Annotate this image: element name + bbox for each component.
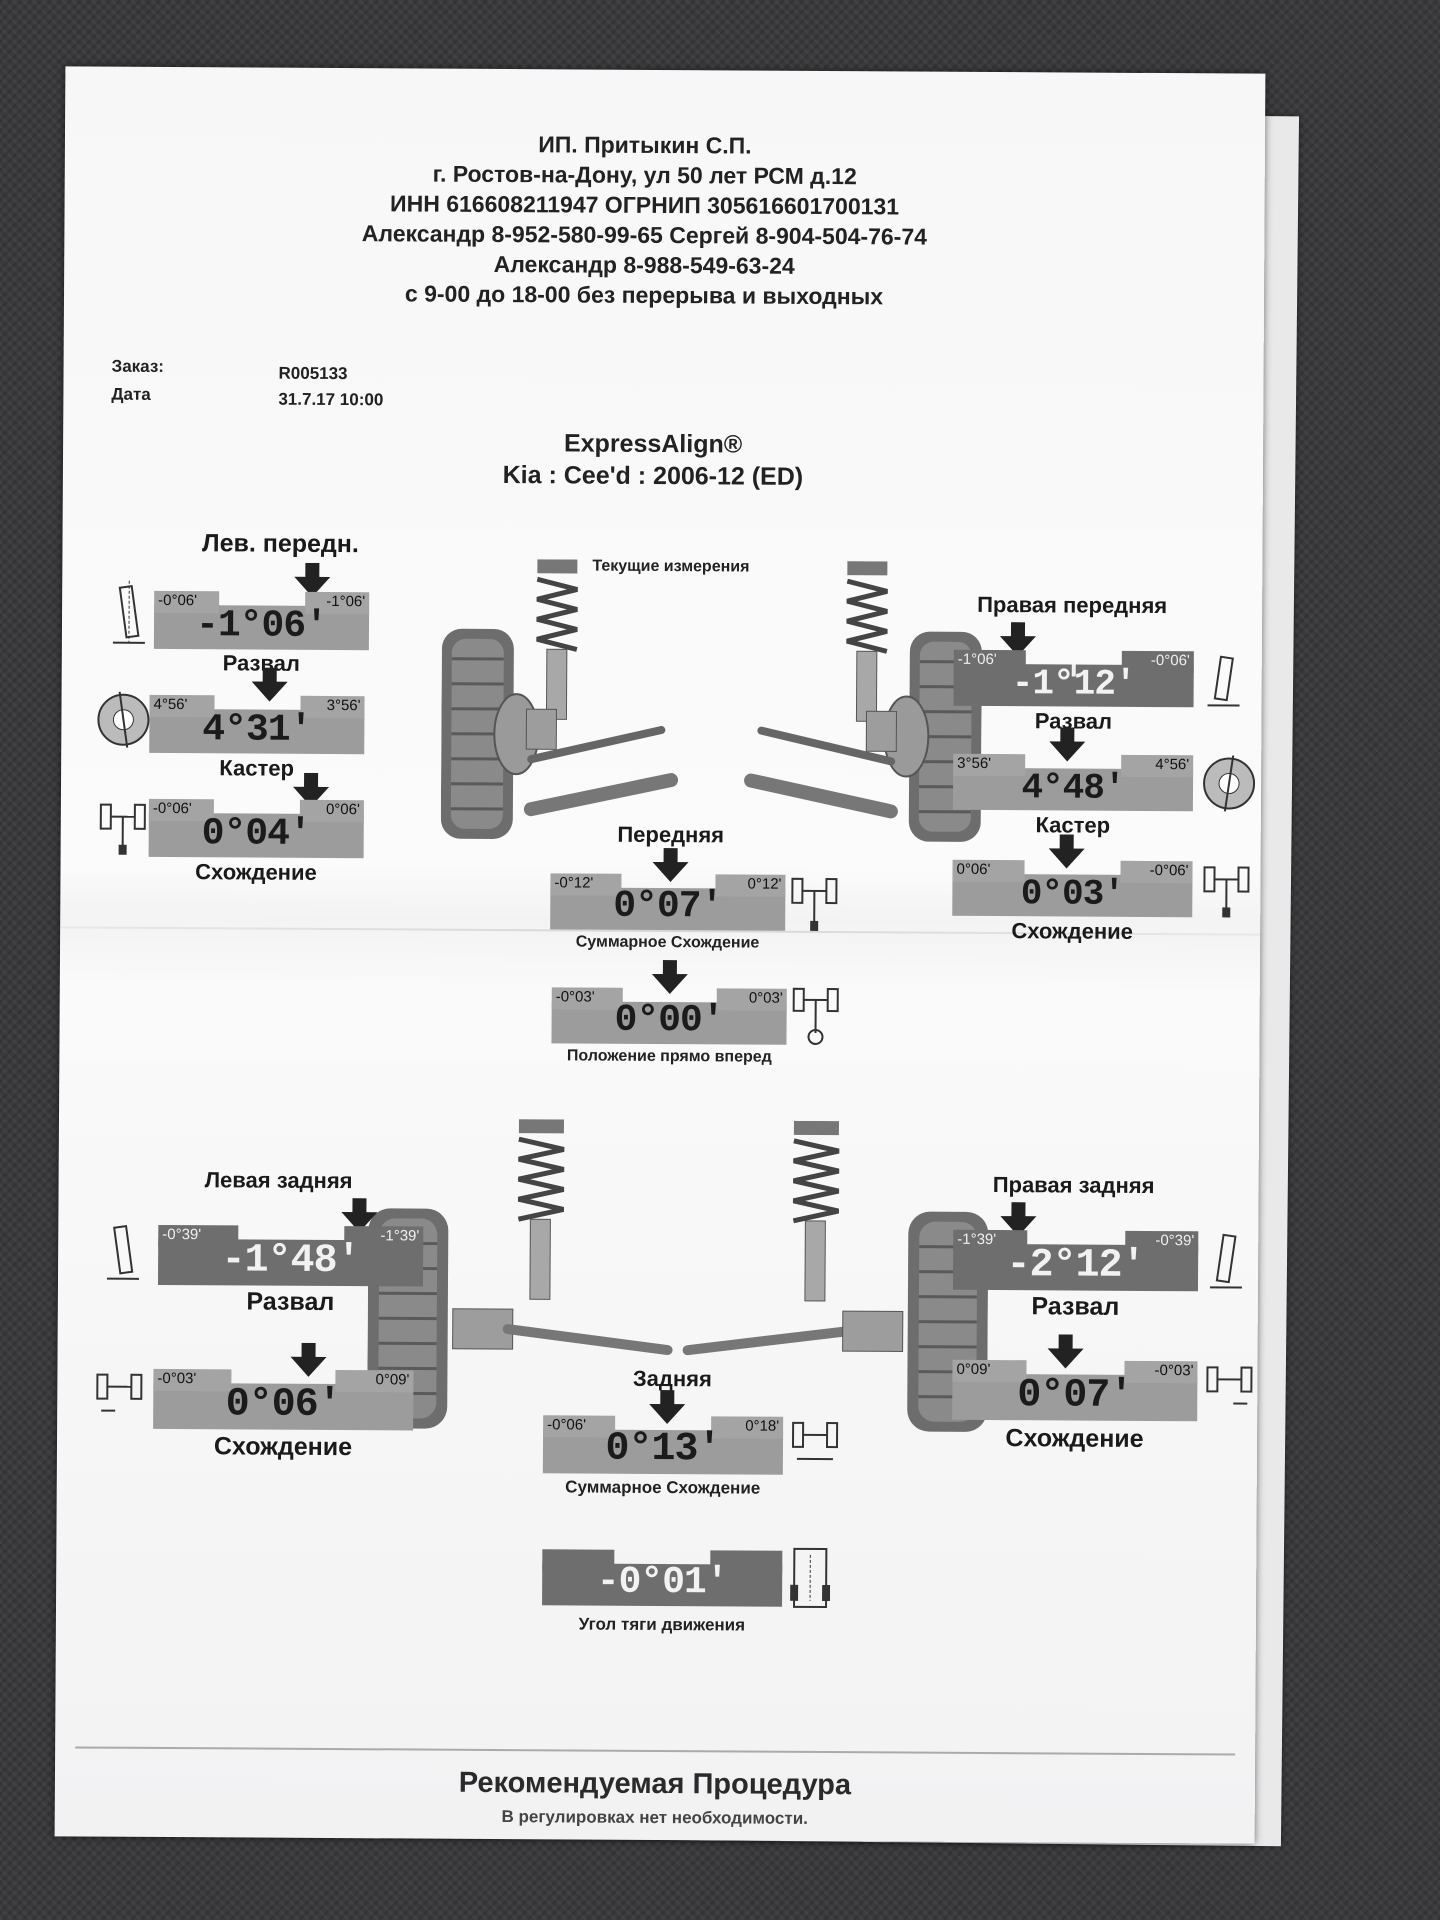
gauge-value: -0°01 (596, 1560, 706, 1605)
gauge-unit: ' (1121, 1243, 1145, 1289)
rear-right-title: Правая задняя (992, 1172, 1155, 1199)
toe-diagram-icon (1203, 866, 1250, 918)
front-right-caster-arrow (1049, 727, 1086, 762)
steer-ahead-arrow (651, 960, 688, 995)
total-toe-diagram-icon (791, 1421, 839, 1461)
gauge-unit: ' (697, 1427, 721, 1473)
gauge-unit: ' (336, 1239, 360, 1285)
gauge-unit: ' (1109, 1373, 1133, 1419)
front-total-toe-label: Суммарное Схождение (575, 933, 760, 952)
gauge-unit: ' (1103, 873, 1125, 915)
gauge-value: 0°00 (614, 998, 702, 1043)
total-toe-diagram-icon (791, 877, 838, 931)
toe-diagram-icon (1206, 1366, 1253, 1405)
front-right-camber-gauge: -1°06' -0°06' -1°12' (953, 649, 1194, 708)
front-left-caster-label: Кастер (219, 755, 295, 781)
rear-total-toe-gauge: -0°06' 0°18' 0°13' (542, 1415, 784, 1475)
front-right-toe-arrow (1048, 834, 1085, 869)
toe-diagram-icon (96, 1373, 143, 1412)
company-header: ИП. Притыкин С.П. г. Ростов-на-Дону, ул … (214, 127, 1075, 312)
front-total-toe-gauge: -0°12' 0°12' 0°07' (550, 873, 786, 931)
separator-line (75, 1746, 1236, 1756)
front-left-toe-arrow (293, 772, 330, 807)
gauge-value: -1°06 (195, 604, 306, 648)
gauge-unit: ' (700, 885, 723, 929)
toe-diagram-icon (99, 803, 146, 855)
gauge-value: 0°04 (201, 812, 290, 856)
caster-diagram-icon (1203, 755, 1256, 812)
rear-right-toe-label: Схождение (1005, 1424, 1144, 1453)
recommendation-text: В регулировках нет необходимости. (501, 1807, 808, 1828)
date-label: Дата (111, 384, 151, 404)
front-right-camber-arrow (999, 622, 1036, 657)
camber-diagram-icon (112, 580, 145, 644)
front-total-toe-arrow (652, 848, 689, 883)
gauge-value: -1°12 (1011, 663, 1115, 705)
rear-axle-title: Задняя (632, 1365, 712, 1392)
rear-left-toe-gauge: -0°03' 0°09' 0°06' (153, 1368, 414, 1431)
rear-left-toe-label: Схождение (213, 1432, 353, 1462)
caster-diagram-icon (97, 691, 150, 748)
order-label: Заказ: (111, 356, 165, 376)
steering-diagram-icon (792, 987, 839, 1045)
front-right-title: Правая передняя (977, 591, 1168, 619)
thrust-angle-diagram-icon (790, 1547, 831, 1609)
gauge-unit: ' (1103, 767, 1125, 809)
gauge-value: 0°07 (613, 884, 701, 929)
front-left-camber-gauge: -0°06' -1°06' -1°06' (153, 590, 370, 651)
camber-diagram-icon (107, 1225, 140, 1280)
rear-right-camber-gauge: -1°39' -0°39' -2°12' (952, 1229, 1199, 1292)
date-value: 31.7.17 10:00 (278, 389, 384, 410)
rear-right-toe-arrow (1047, 1334, 1084, 1369)
front-right-caster-gauge: 3°56' 4°56' 4°48' (952, 753, 1194, 812)
thrust-angle-label: Угол тяги движения (578, 1614, 746, 1635)
front-left-title: Лев. передн. (202, 529, 359, 559)
rear-left-toe-arrow (290, 1342, 327, 1377)
vehicle-name: Kia : Cee'd : 2006-12 (ED) (502, 461, 804, 491)
gauge-value: -2°12 (1006, 1243, 1122, 1289)
front-left-camber-arrow (294, 562, 331, 597)
front-left-caster-arrow (251, 667, 288, 702)
rear-left-title: Левая задняя (204, 1167, 353, 1194)
gauge-value: 4°48 (1021, 767, 1105, 809)
gauge-value: 0°06 (225, 1382, 318, 1428)
rear-right-camber-label: Развал (1031, 1292, 1120, 1321)
alignment-report-sheet: ИП. Притыкин С.П. г. Ростов-на-Дону, ул … (54, 66, 1266, 1844)
gauge-value: -1°48 (221, 1238, 337, 1285)
rear-left-camber-gauge: -0°39' -1°39' -1°48' (157, 1224, 424, 1287)
gauge-value: 4°31 (202, 708, 290, 752)
camber-diagram-icon (1209, 1233, 1242, 1289)
rear-right-camber-arrow (1000, 1202, 1037, 1237)
rear-total-toe-label: Суммарное Схождение (565, 1477, 761, 1498)
front-left-toe-label: Схождение (195, 859, 317, 885)
front-axle-title: Передняя (617, 821, 725, 848)
rear-right-toe-gauge: 0°09' -0°03' 0°07' (952, 1359, 1198, 1422)
front-right-toe-gauge: 0°06' -0°06' 0°03' (952, 859, 1193, 918)
gauge-value: 0°07 (1017, 1373, 1110, 1419)
gauge-unit: ' (304, 604, 328, 648)
steer-ahead-label: Положение прямо вперед (566, 1047, 772, 1066)
gauge-unit: ' (317, 1382, 341, 1429)
gauge-unit: ' (288, 812, 311, 856)
gauge-value: 0°03 (1020, 873, 1104, 915)
front-left-toe-gauge: -0°06' 0°06' 0°04' (148, 798, 364, 859)
front-right-toe-label: Схождение (1011, 918, 1134, 944)
recommendation-title: Рекомендуемая Процедура (458, 1766, 852, 1802)
header-line: с 9-00 до 18-00 без перерыва и выходных (404, 280, 884, 310)
steer-ahead-gauge: -0°03' 0°03' 0°00' (551, 987, 787, 1045)
front-left-caster-gauge: 4°56' 3°56' 4°31' (149, 694, 365, 755)
rear-left-camber-arrow (341, 1198, 378, 1233)
order-value: R005133 (278, 363, 348, 384)
gauge-unit: ' (701, 999, 724, 1043)
gauge-unit: ' (705, 1561, 728, 1605)
gauge-unit: ' (289, 708, 312, 752)
report-title: ExpressAlign® (563, 429, 743, 459)
camber-diagram-icon (1207, 655, 1240, 707)
thrust-angle-gauge: -0°01' (542, 1549, 783, 1607)
rear-left-camber-label: Развал (246, 1287, 335, 1317)
gauge-unit: ' (1114, 663, 1136, 705)
rear-total-toe-arrow (649, 1390, 686, 1425)
gauge-value: 0°13 (605, 1426, 698, 1473)
